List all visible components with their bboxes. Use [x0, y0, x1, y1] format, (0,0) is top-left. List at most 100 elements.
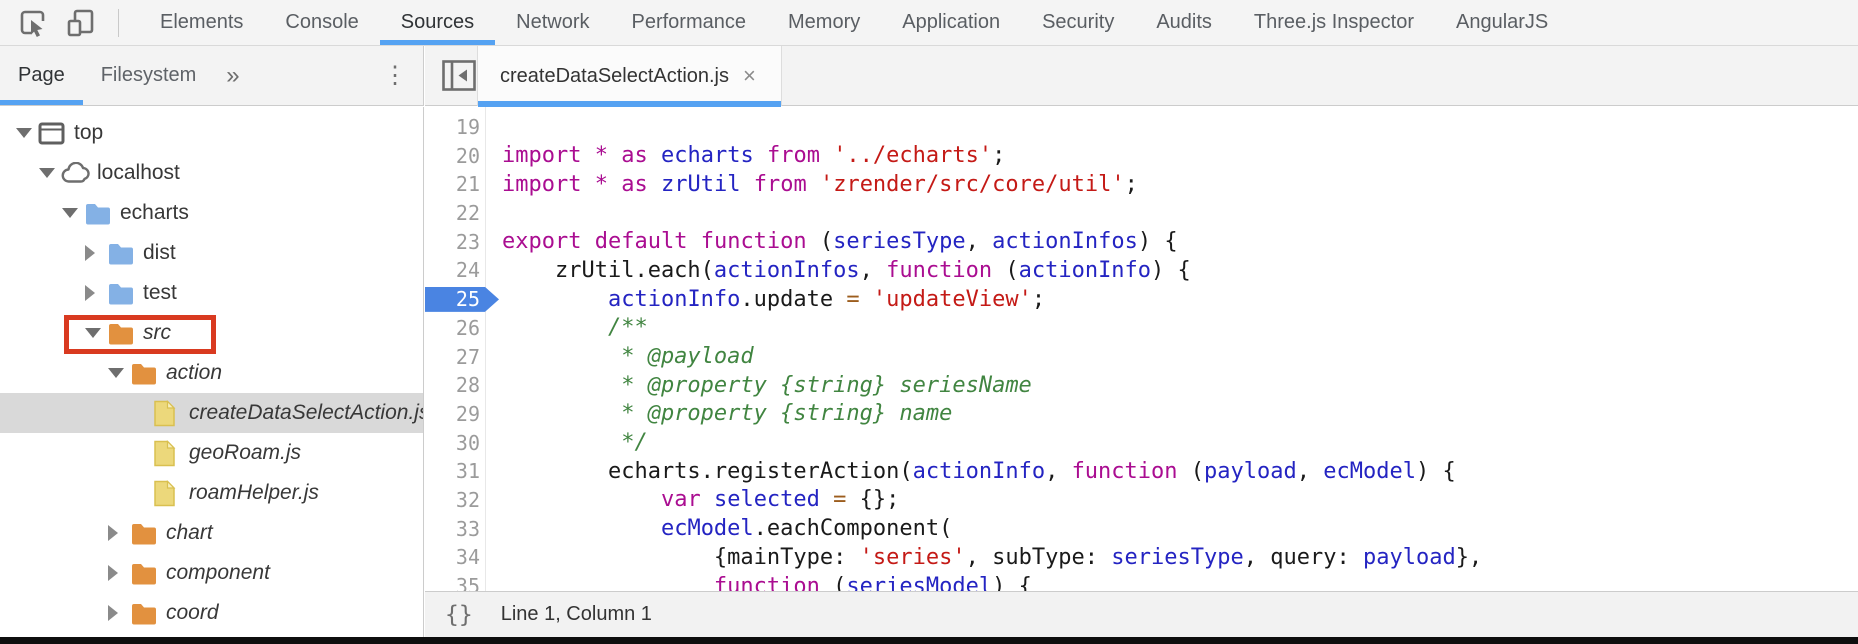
secondary-toolbars: Page Filesystem » ⋮ createDataSelectActi…	[0, 46, 1858, 107]
tree-item-src[interactable]: src	[0, 313, 423, 353]
frame-icon	[38, 122, 68, 145]
tree-item-component[interactable]: component	[0, 553, 423, 593]
toolbar-icons	[0, 6, 139, 40]
code-line[interactable]: 24 zrUtil.each(actionInfos, function (ac…	[425, 256, 1858, 285]
code-line[interactable]: 22	[425, 198, 1858, 228]
line-number[interactable]: 31	[455, 459, 480, 484]
panel-tab-sources[interactable]: Sources	[379, 0, 496, 45]
panel-tab-performance[interactable]: Performance	[631, 11, 747, 33]
panel-tab-network[interactable]: Network	[516, 11, 590, 33]
line-number[interactable]: 19	[455, 115, 480, 140]
editor-tab-createDataSelectAction[interactable]: createDataSelectAction.js ×	[477, 46, 782, 107]
panel-tab-audits[interactable]: Audits	[1156, 11, 1212, 33]
close-tab-icon[interactable]: ×	[743, 63, 756, 88]
code-line[interactable]: 18*/	[425, 107, 1858, 113]
chevron-down-icon[interactable]	[16, 128, 32, 138]
panel-tab-elements[interactable]: Elements	[160, 11, 244, 33]
editor-status-bar: {} Line 1, Column 1	[425, 591, 1858, 637]
collapse-navigator-icon[interactable]	[442, 60, 476, 91]
code-text: function (seriesModel) {	[713, 573, 1032, 591]
chevron-right-icon[interactable]	[108, 605, 118, 621]
gutter-separator	[485, 198, 502, 228]
file-icon	[153, 479, 183, 507]
code-line[interactable]: 31 echarts.registerAction(actionInfo, fu…	[425, 456, 1858, 486]
tree-item-test[interactable]: test	[0, 273, 423, 313]
tree-item-label: coord	[166, 601, 219, 624]
line-number[interactable]: 22	[455, 201, 480, 226]
line-number[interactable]: 35	[455, 574, 480, 591]
tree-item-createdataselectaction-js[interactable]: createDataSelectAction.js	[0, 393, 423, 433]
chevron-down-icon[interactable]	[85, 328, 101, 338]
line-number[interactable]: 28	[455, 373, 480, 398]
folder-orange-icon	[130, 602, 160, 625]
tree-item-action[interactable]: action	[0, 353, 423, 393]
tree-item-top[interactable]: top	[0, 113, 423, 153]
line-number[interactable]: 24	[455, 258, 480, 283]
line-number[interactable]: 18	[425, 107, 480, 110]
code-line[interactable]: 35 function (seriesModel) {	[425, 571, 1858, 591]
code-line[interactable]: 33 ecModel.eachComponent(	[425, 514, 1858, 543]
chevron-right-icon[interactable]	[85, 285, 95, 301]
tree-item-georoam-js[interactable]: geoRoam.js	[0, 433, 423, 473]
line-number[interactable]: 33	[455, 516, 480, 541]
code-line[interactable]: 20 import * as echarts from '../echarts';	[425, 141, 1858, 171]
chevron-right-icon[interactable]	[85, 245, 95, 261]
file-icon	[154, 479, 176, 506]
panel-tab-memory[interactable]: Memory	[788, 11, 861, 33]
code-line[interactable]: 26 /**	[425, 313, 1858, 343]
code-line[interactable]: 34 {mainType: 'series', subType: seriesT…	[425, 543, 1858, 572]
line-number[interactable]: 30	[455, 430, 480, 455]
pretty-print-icon[interactable]: {}	[445, 601, 473, 628]
line-number[interactable]: 27	[455, 344, 480, 369]
more-tabs-icon[interactable]: »	[226, 61, 240, 89]
line-number[interactable]: 23	[455, 229, 480, 254]
code-line[interactable]: 19	[425, 112, 1858, 142]
panel-tab-console[interactable]: Console	[285, 11, 359, 33]
tab-filesystem[interactable]: Filesystem	[100, 64, 197, 86]
code-line[interactable]: 32 var selected = {};	[425, 485, 1858, 515]
line-number[interactable]: 20	[455, 143, 480, 168]
code-text: ecModel.eachComponent(	[660, 516, 953, 542]
file-icon	[153, 439, 183, 467]
code-line[interactable]: 27 * @payload	[425, 342, 1858, 371]
breakpoint-flag[interactable]	[425, 286, 499, 312]
chevron-down-icon[interactable]	[39, 168, 55, 178]
tree-item-chart[interactable]: chart	[0, 513, 423, 553]
tab-page[interactable]: Page	[0, 46, 83, 105]
device-toolbar-icon[interactable]	[64, 6, 98, 40]
source-editor[interactable]: 18*/ 19 20 import * as echarts from '../ech…	[425, 107, 1858, 591]
code-line[interactable]: 29 * @property {string} name	[425, 399, 1858, 429]
code-text: * @property {string} name	[502, 401, 953, 427]
folder-orange-icon	[130, 362, 160, 385]
tree-item-localhost[interactable]: localhost	[0, 153, 423, 193]
navigator-menu-icon[interactable]: ⋮	[383, 61, 407, 89]
panel-tab-three-js-inspector[interactable]: Three.js Inspector	[1253, 11, 1414, 33]
line-number[interactable]: 25	[455, 287, 480, 312]
code-line[interactable]: 30 */	[425, 428, 1858, 457]
code-text: import * as echarts from '../echarts';	[502, 143, 1006, 169]
tree-item-echarts[interactable]: echarts	[0, 193, 423, 233]
line-number[interactable]: 29	[455, 401, 480, 426]
code-line[interactable]: 28 * @property {string} seriesName	[425, 370, 1858, 400]
folder-icon	[132, 523, 156, 544]
gutter-separator	[485, 141, 502, 171]
tree-item-roamhelper-js[interactable]: roamHelper.js	[0, 473, 423, 513]
line-number[interactable]: 21	[455, 172, 480, 197]
chevron-right-icon[interactable]	[108, 525, 118, 541]
code-line[interactable]: 25 actionInfo.update = 'updateView';	[425, 284, 1858, 314]
inspect-element-icon[interactable]	[16, 6, 50, 40]
line-number[interactable]: 34	[455, 545, 480, 570]
line-number[interactable]: 32	[455, 487, 480, 512]
line-number[interactable]: 26	[455, 315, 480, 340]
panel-tab-security[interactable]: Security	[1042, 11, 1115, 33]
tree-item-dist[interactable]: dist	[0, 233, 423, 273]
chevron-right-icon[interactable]	[108, 565, 118, 581]
panel-tab-application[interactable]: Application	[902, 11, 1001, 33]
tree-item-coord[interactable]: coord	[0, 593, 423, 633]
chevron-down-icon[interactable]	[62, 208, 78, 218]
panel-tab-angularjs[interactable]: AngularJS	[1456, 11, 1549, 33]
chevron-down-icon[interactable]	[108, 368, 124, 378]
gutter-separator	[485, 514, 502, 543]
